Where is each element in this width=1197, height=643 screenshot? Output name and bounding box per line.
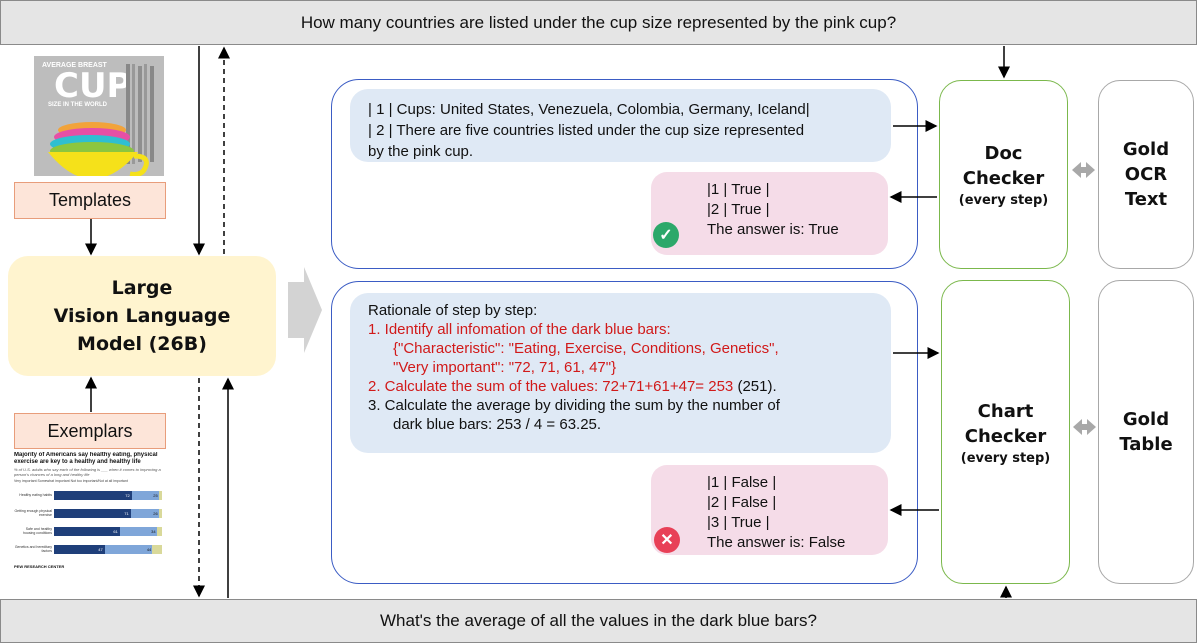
- chart-step-1-json-b: "Very important": "72, 71, 61, 47"}: [393, 359, 617, 376]
- chart-step-2-correction: (251).: [733, 378, 777, 395]
- exemplars-label: Exemplars: [47, 420, 133, 441]
- chart-thumb-rest-bar: [152, 544, 162, 554]
- gold-ocr-line-1: Gold: [1122, 139, 1170, 160]
- gold-ocr-line-3: Text: [1124, 189, 1168, 210]
- chart-gold-double-arrow: [1073, 419, 1096, 435]
- chart-intro: Rationale of step by step:: [368, 302, 538, 319]
- stacked-cups-illustration: [48, 64, 154, 176]
- cup-infographic-thumbnail: AVERAGE BREAST CUP SIZE IN THE WORLD: [34, 56, 164, 176]
- chart-thumb-dark-bar: 72: [54, 490, 132, 500]
- chart-thumb-light-bar: 34: [119, 526, 157, 536]
- chart-thumb-rest-bar: [158, 508, 162, 518]
- chart-rationale-box: Rationale of step by step: 1. Identify a…: [350, 293, 891, 453]
- gold-ocr-box: Gold OCR Text: [1098, 80, 1194, 269]
- chart-thumb-row-label: Getting enough physical exercise: [14, 509, 52, 517]
- templates-box: Templates: [14, 182, 166, 219]
- chart-thumb-rest-bar: [158, 490, 162, 500]
- model-to-panels-arrow: [288, 267, 322, 353]
- cup-thumb-title: CUP: [54, 66, 132, 106]
- doc-checker-box: Doc Checker (every step): [939, 80, 1068, 269]
- gold-table-box: Gold Table: [1098, 280, 1194, 584]
- chart-thumb-footer: PEW RESEARCH CENTER: [14, 564, 65, 569]
- chart-verdict-1: |1 | False |: [707, 474, 777, 491]
- chart-step-2-line: 2. Calculate the sum of the values: 72+7…: [368, 377, 873, 396]
- bottom-question-text: What's the average of all the values in …: [379, 611, 817, 630]
- chart-thumb-title: Majority of Americans say healthy eating…: [14, 452, 158, 465]
- top-question-text: How many countries are listed under the …: [300, 12, 897, 32]
- gold-table-line-1: Gold: [1122, 409, 1170, 430]
- chart-checker-line-2: Checker: [964, 425, 1047, 447]
- model-line-3: Model (26B): [77, 333, 207, 355]
- chart-thumb-dark-bar: 47: [54, 544, 105, 554]
- chart-thumb-light-bar: 44: [104, 544, 153, 554]
- doc-checker-line-1: Doc: [984, 143, 1023, 164]
- chart-step-1: 1. Identify all infomation of the dark b…: [368, 321, 671, 338]
- model-line-1: Large: [111, 277, 173, 299]
- chart-step-1-json-a: {"Characteristic": "Eating, Exercise, Co…: [393, 340, 779, 357]
- chart-step-3: 3. Calculate the average by dividing the…: [368, 397, 780, 414]
- chart-thumb-light-bar: 26: [130, 508, 159, 518]
- chart-step-2: 2. Calculate the sum of the values: 72+7…: [368, 378, 734, 395]
- top-question-bar: How many countries are listed under the …: [0, 0, 1197, 45]
- chart-thumb-subtitle: % of U.S. adults who say each of the fol…: [14, 467, 161, 477]
- cup-thumb-heading: AVERAGE BREAST: [42, 62, 107, 69]
- model-line-2: Vision Language: [53, 305, 231, 327]
- exemplars-box: Exemplars: [14, 413, 166, 449]
- doc-step-1: | 1 | Cups: United States, Venezuela, Co…: [368, 101, 810, 118]
- chart-verdict-2: |2 | False |: [707, 494, 777, 511]
- doc-step-2-cont: by the pink cup.: [368, 143, 474, 160]
- gold-ocr-line-2: OCR: [1124, 164, 1168, 185]
- doc-verdict-answer: The answer is: True: [707, 221, 839, 238]
- doc-checker-line-2: Checker: [962, 168, 1045, 189]
- doc-step-2: | 2 | There are five countries listed un…: [368, 122, 805, 139]
- chart-thumb-dark-bar: 61: [54, 526, 120, 536]
- cross-icon: ✕: [654, 527, 680, 553]
- doc-rationale-box: | 1 | Cups: United States, Venezuela, Co…: [350, 89, 891, 162]
- chart-step-3-cont: dark blue bars: 253 / 4 = 63.25.: [393, 416, 602, 433]
- bottom-question-bar: What's the average of all the values in …: [0, 599, 1197, 643]
- chart-thumb-dark-bar: 71: [54, 508, 131, 518]
- chart-thumb-rest-bar: [156, 526, 162, 536]
- exemplar-chart-thumbnail: Majority of Americans say healthy eating…: [14, 452, 166, 584]
- chart-checker-sub: (every step): [960, 450, 1051, 466]
- gold-table-line-2: Table: [1119, 434, 1173, 455]
- chart-thumb-light-bar: 25: [131, 490, 159, 500]
- cup-thumb-subtitle: SIZE IN THE WORLD: [48, 102, 107, 108]
- chart-verdict-answer: The answer is: False: [707, 534, 846, 551]
- chart-thumb-row-label: Healthy eating habits: [19, 493, 52, 497]
- check-icon: ✓: [653, 222, 679, 248]
- doc-verdict-box: |1 | True | |2 | True | The answer is: T…: [651, 172, 888, 255]
- chart-checker-box: Chart Checker (every step): [941, 280, 1070, 584]
- chart-verdict-3: |3 | True |: [707, 514, 770, 531]
- chart-verdict-box: |1 | False | |2 | False | |3 | True | Th…: [651, 465, 888, 555]
- vision-language-model-box: Large Vision Language Model (26B): [8, 256, 276, 376]
- chart-checker-line-1: Chart: [977, 400, 1034, 422]
- chart-thumb-legend: Very important Somewhat important Not to…: [14, 479, 128, 483]
- templates-label: Templates: [48, 190, 132, 210]
- chart-thumb-row-label: Genetics and hereditary factors: [14, 545, 52, 553]
- doc-verdict-1: |1 | True |: [707, 181, 770, 198]
- doc-verdict-2: |2 | True |: [707, 201, 770, 218]
- doc-checker-sub: (every step): [958, 193, 1049, 208]
- doc-gold-double-arrow: [1072, 162, 1095, 178]
- chart-thumb-row-label: Safe and healthy housing conditions: [23, 527, 52, 535]
